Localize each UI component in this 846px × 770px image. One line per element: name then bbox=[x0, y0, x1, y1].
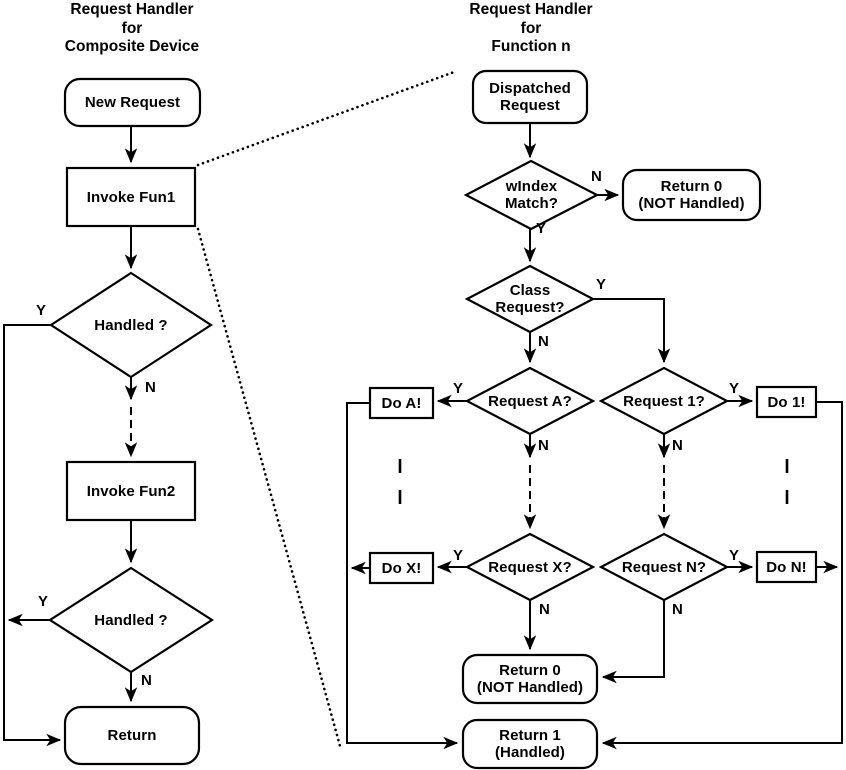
zoom-dotted-line-bottom bbox=[196, 227, 342, 748]
node-shape-dispatched-request bbox=[471, 69, 589, 125]
node-shape-do-a bbox=[368, 386, 435, 420]
zoom-dotted-line-top bbox=[196, 69, 459, 167]
left-title-line2: for bbox=[121, 19, 143, 37]
branch-yes-handled1: Y bbox=[36, 302, 47, 319]
node-shape-do-n bbox=[755, 550, 818, 584]
branch-no-request-a: N bbox=[538, 437, 549, 454]
branch-yes-request-1: Y bbox=[729, 380, 740, 397]
branch-yes-request-x: Y bbox=[453, 547, 464, 564]
edge-class-yes-to-request1 bbox=[593, 298, 671, 364]
node-shape-class-request bbox=[464, 264, 596, 334]
branch-no-request-1: N bbox=[672, 437, 683, 454]
node-shape-request-a bbox=[464, 366, 596, 436]
node-shape-return bbox=[63, 705, 201, 766]
node-shape-do-x bbox=[368, 551, 435, 585]
branch-yes-request-n: Y bbox=[729, 547, 740, 564]
node-shape-request-x bbox=[464, 532, 596, 602]
right-title-line3: Function n bbox=[491, 38, 571, 55]
node-shape-do-1 bbox=[755, 385, 818, 419]
node-shape-handled-1 bbox=[48, 271, 214, 379]
right-title-line2: for bbox=[520, 19, 542, 37]
node-shape-request-n bbox=[598, 532, 730, 602]
branch-no-windex: N bbox=[591, 168, 602, 185]
node-shape-invoke-fun2 bbox=[65, 460, 197, 522]
edge-doa-to-return1 bbox=[346, 402, 459, 750]
node-shape-invoke-fun1 bbox=[65, 166, 197, 228]
node-shape-return0-bottom bbox=[461, 653, 599, 705]
branch-yes-handled2: Y bbox=[38, 593, 49, 610]
branch-no-handled2: N bbox=[141, 672, 152, 689]
edge-requestn-no-to-return0 bbox=[601, 600, 665, 684]
edge-do1-to-return1 bbox=[601, 401, 843, 750]
branch-no-handled1: N bbox=[145, 379, 156, 396]
branch-yes-class: Y bbox=[596, 276, 607, 293]
node-shape-return1 bbox=[461, 718, 599, 770]
node-shape-handled-2 bbox=[47, 566, 215, 674]
left-chart-title: Request Handler for Composite Device bbox=[32, 1, 232, 57]
node-shape-request-1 bbox=[598, 366, 730, 436]
node-shape-new-request bbox=[63, 77, 202, 128]
branch-no-class: N bbox=[538, 333, 549, 350]
right-chart-title: Request Handler for Function n bbox=[431, 1, 631, 57]
branch-yes-request-a: Y bbox=[453, 380, 464, 397]
left-title-line1: Request Handler bbox=[70, 1, 194, 18]
branch-yes-windex: Y bbox=[536, 220, 547, 237]
edge-handled1-yes-to-return bbox=[3, 324, 62, 747]
branch-no-request-n: N bbox=[672, 601, 683, 618]
node-shape-windex-match bbox=[463, 159, 600, 231]
right-title-line1: Request Handler bbox=[469, 1, 593, 18]
branch-no-request-x: N bbox=[539, 601, 550, 618]
node-shape-return0-top bbox=[621, 168, 762, 222]
left-title-line3: Composite Device bbox=[64, 38, 200, 55]
